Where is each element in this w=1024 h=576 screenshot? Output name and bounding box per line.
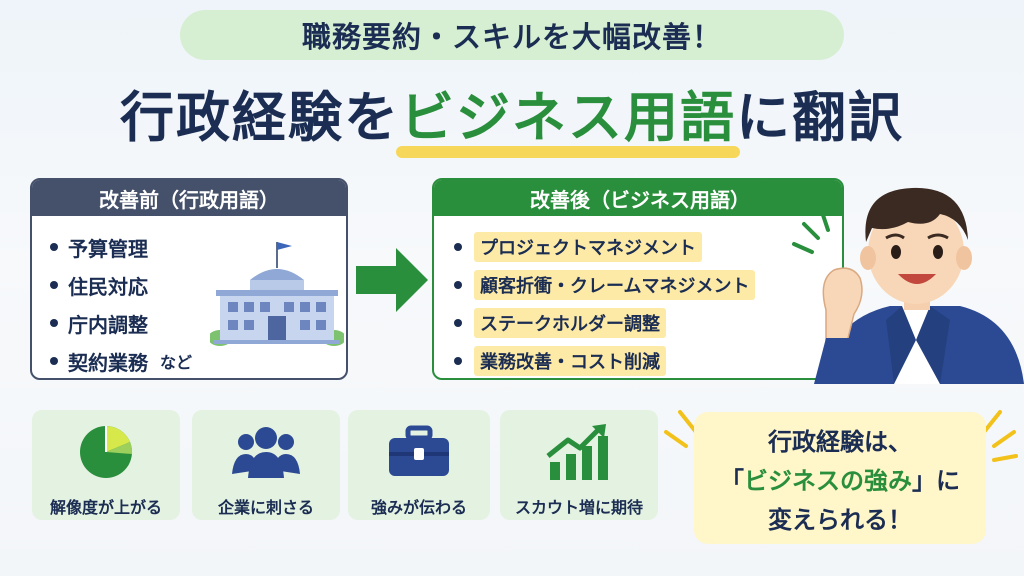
callout-line3: 変えられる！ (768, 505, 912, 534)
list-item: ステークホルダー調整 (454, 304, 842, 342)
government-building-icon (210, 242, 344, 346)
after-heading: 改善後（ビジネス用語） (434, 180, 842, 216)
benefit-card-resolution: 解像度が上がる (32, 410, 180, 520)
pie-chart-icon (80, 426, 133, 478)
callout-line1: 行政経験は、 (768, 427, 912, 456)
title-highlight: ビジネス用語 (396, 73, 740, 158)
title-part1: 行政経験を (120, 85, 400, 149)
after-card: 改善後（ビジネス用語） プロジェクトマネジメント 顧客折衝・クレームマネジメント… (432, 178, 844, 380)
benefit-card-scout: スカウト増に期待 (500, 410, 658, 520)
businessman-illustration (792, 187, 1024, 384)
list-item: 顧客折衝・クレームマネジメント (454, 266, 842, 304)
subtitle-text: 職務要約・スキルを大幅改善！ (301, 20, 722, 54)
callout-line2: 「ビジネスの強み」に (720, 466, 960, 495)
list-item: プロジェクトマネジメント (454, 228, 842, 266)
list-item: 住民対応 (50, 266, 346, 304)
benefit-label: 解像度が上がる (49, 498, 162, 517)
after-list: プロジェクトマネジメント 顧客折衝・クレームマネジメント ステークホルダー調整 … (434, 216, 842, 378)
benefit-card-strength: 強みが伝わる (348, 410, 490, 520)
callout-highlight: ビジネスの強み (744, 466, 912, 495)
callout-box: 行政経験は、 「ビジネスの強み」に 変えられる！ (694, 412, 986, 544)
main-title: 行政経験をビジネス用語に翻訳 (0, 72, 1024, 158)
list-item: 庁内調整 (50, 304, 346, 342)
before-heading: 改善前（行政用語） (32, 180, 346, 216)
list-item: 契約業務など (50, 342, 346, 378)
right-arrow-icon (356, 248, 428, 312)
before-list: 予算管理 住民対応 庁内調整 契約業務など (32, 216, 346, 378)
benefit-label: スカウト増に期待 (514, 498, 643, 517)
subtitle-pill: 職務要約・スキルを大幅改善！ (180, 10, 844, 60)
list-item: 予算管理 (50, 228, 346, 266)
people-icon (232, 427, 300, 478)
list-item: 業務改善・コスト削減 (454, 342, 842, 378)
benefit-card-appeal: 企業に刺さる (192, 410, 340, 520)
before-card: 改善前（行政用語） 予算管理 住民対応 庁内調整 契約業務など (30, 178, 348, 380)
growth-chart-icon (546, 424, 608, 480)
benefit-label: 強みが伝わる (370, 498, 467, 517)
suffix-text: など (160, 353, 193, 372)
benefit-label: 企業に刺さる (217, 498, 314, 517)
title-part2: に翻訳 (736, 85, 904, 149)
briefcase-icon (389, 425, 449, 476)
